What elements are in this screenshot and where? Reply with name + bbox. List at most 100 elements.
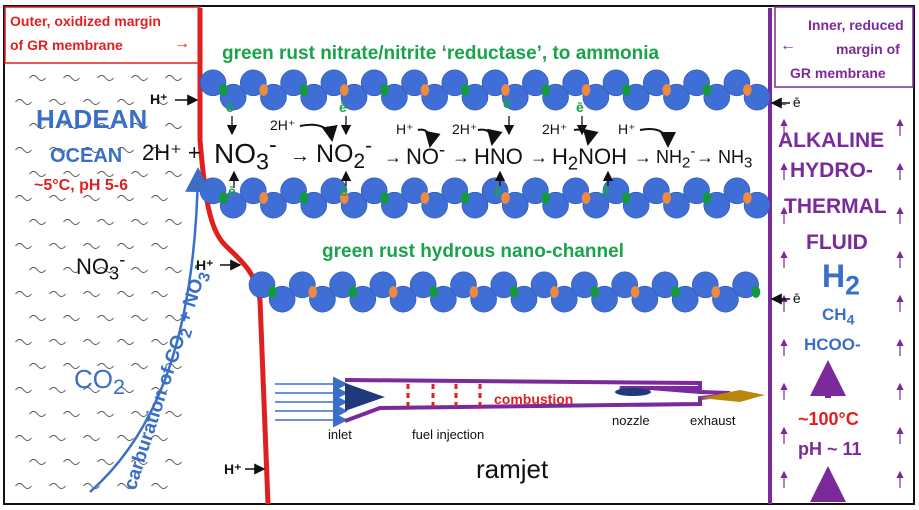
wave-mark <box>15 339 32 345</box>
wave-mark <box>97 267 114 273</box>
proton-curved-arrows <box>299 123 676 148</box>
electron-membrane-arrows <box>770 97 790 305</box>
proton-label-bottom: H⁺ <box>224 461 242 477</box>
wave-mark <box>97 123 114 129</box>
wave-mark <box>83 435 100 441</box>
wave-mark <box>49 483 66 489</box>
intermediate-hydroxylamine: H2NOH <box>552 144 627 174</box>
right-box-line3: GR membrane <box>790 65 886 81</box>
wave-mark <box>15 483 32 489</box>
ramjet-inlet-label: inlet <box>328 427 352 442</box>
wave-mark <box>151 243 168 249</box>
mineral-dot <box>509 286 519 298</box>
mineral-dot <box>469 286 479 298</box>
wave-mark <box>97 459 114 465</box>
lower-mineral-layer <box>199 177 771 219</box>
wave-mark <box>63 219 80 225</box>
wave-mark <box>97 363 114 369</box>
mineral-dot <box>429 286 438 298</box>
wave-mark <box>131 267 148 273</box>
reaction-arrow-4: → <box>530 147 548 167</box>
mineral-dot <box>219 192 228 204</box>
mineral-dot <box>348 286 358 298</box>
intermediate-nitrite: NO2- <box>316 134 373 173</box>
mineral-dot <box>308 286 317 298</box>
wave-mark <box>131 459 148 465</box>
mineral-dot <box>581 84 591 96</box>
reductase-title: green rust nitrate/nitrite ‘reductase’, … <box>222 43 660 64</box>
wave-mark <box>165 315 182 321</box>
ramjet-exhaust-label: exhaust <box>690 413 736 428</box>
electron-up-arrows <box>228 170 614 188</box>
mineral-dot <box>501 192 510 204</box>
wave-mark <box>165 171 182 177</box>
fluid-ph: pH ~ 11 <box>798 439 862 459</box>
wave-mark <box>131 411 148 417</box>
wave-mark <box>83 147 100 153</box>
two-proton-1: 2H⁺ <box>270 117 296 133</box>
wave-mark <box>63 411 80 417</box>
wave-mark <box>83 339 100 345</box>
green-rust-layers <box>199 69 771 313</box>
wave-mark <box>117 483 134 489</box>
reactant-nitrate: NO3- <box>214 131 277 175</box>
wave-mark <box>15 195 32 201</box>
wave-mark <box>117 243 134 249</box>
wave-mark <box>151 99 168 105</box>
wave-mark <box>63 267 80 273</box>
proton-label-top: H⁺ <box>150 91 168 107</box>
electron-entry-bottom: ← ē <box>775 290 801 306</box>
wave-mark <box>117 99 134 105</box>
ramjet-engine <box>275 376 765 428</box>
reaction-arrow-1: → <box>290 145 310 167</box>
wave-mark <box>83 99 100 105</box>
right-box-line2: margin of <box>836 41 900 57</box>
mineral-dot <box>711 286 720 298</box>
methane-label: CH4 <box>822 305 855 329</box>
wave-mark <box>15 147 32 153</box>
ramjet-nozzle-label: nozzle <box>612 413 650 428</box>
two-proton-4: 2H⁺ <box>542 121 568 137</box>
wave-mark <box>131 75 148 81</box>
mineral-dot <box>420 192 430 204</box>
wave-mark <box>63 123 80 129</box>
wave-mark <box>165 411 182 417</box>
wave-mark <box>83 387 100 393</box>
channel-mineral-layer <box>248 271 761 313</box>
wave-mark <box>117 195 134 201</box>
electron-label-4: ē <box>576 99 584 115</box>
wave-mark <box>165 363 182 369</box>
wave-mark <box>131 219 148 225</box>
ramjet-inlet-arrows <box>275 376 348 428</box>
nano-channel-title: green rust hydrous nano-channel <box>322 241 624 262</box>
mineral-dot <box>268 286 277 298</box>
wave-mark <box>29 123 46 129</box>
mineral-dot <box>420 84 430 96</box>
mineral-dot <box>389 286 398 298</box>
wave-mark <box>117 339 134 345</box>
fluid-line3: THERMAL <box>784 195 887 218</box>
wave-mark <box>131 363 148 369</box>
wave-mark <box>49 99 66 105</box>
wave-mark <box>165 75 182 81</box>
wave-mark <box>151 339 168 345</box>
mineral-dot <box>743 84 752 96</box>
wave-mark <box>15 243 32 249</box>
mineral-dot <box>550 286 559 298</box>
wave-mark <box>29 75 46 81</box>
ocean-conditions: ~5°C, pH 5-6 <box>34 177 128 194</box>
mineral-dot <box>743 192 752 204</box>
mineral-dot <box>259 84 268 96</box>
wave-mark <box>63 459 80 465</box>
intermediate-nitroxyl-anion: NO- <box>406 138 446 169</box>
mineral-dot <box>299 192 309 204</box>
mineral-dot <box>259 192 268 204</box>
intermediate-hno: HNO <box>474 144 523 169</box>
mineral-dot <box>501 84 510 96</box>
fluid-up-arrows <box>780 118 904 488</box>
mineral-dot <box>340 84 349 96</box>
wave-mark <box>131 315 148 321</box>
product-ammonia: NH3 <box>718 147 753 172</box>
electron-label-7: ē <box>494 183 502 199</box>
